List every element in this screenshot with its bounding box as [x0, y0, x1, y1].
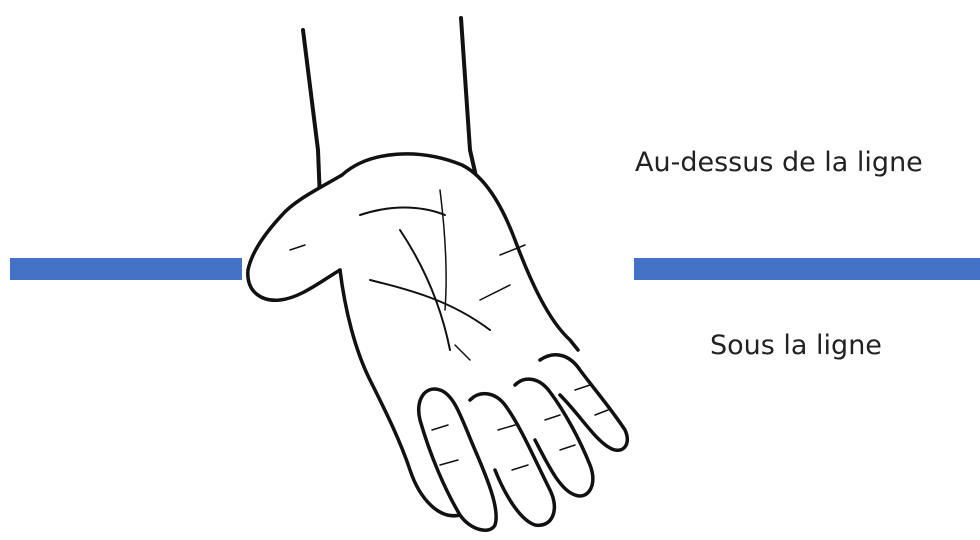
label-below-line: Sous la ligne — [710, 330, 882, 361]
label-above-line: Au-dessus de la ligne — [635, 147, 923, 178]
